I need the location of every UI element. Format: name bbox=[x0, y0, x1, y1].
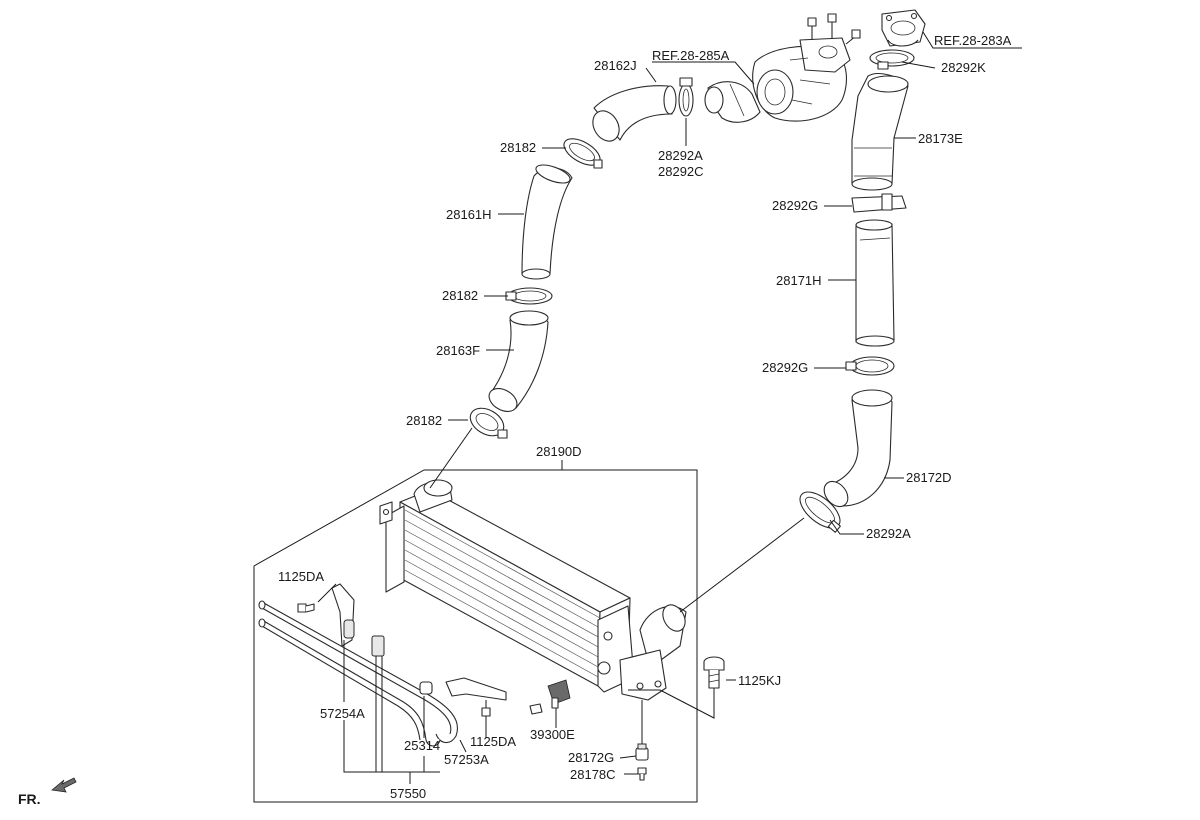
label-28161h: 28161H bbox=[446, 207, 492, 222]
label-1125da-lower: 1125DA bbox=[470, 734, 516, 749]
label-28163f: 28163F bbox=[436, 343, 480, 358]
label-28172d: 28172D bbox=[906, 470, 952, 485]
bolt-1125da-upper[interactable] bbox=[297, 603, 315, 613]
label-28172g: 28172G bbox=[568, 750, 614, 765]
cooler-lines-57550[interactable] bbox=[258, 583, 507, 747]
label-28182-lower: 28182 bbox=[406, 413, 442, 428]
front-direction-indicator: FR. bbox=[18, 777, 77, 807]
label-28292g-lower: 28292G bbox=[762, 360, 808, 375]
label-39300e: 39300E bbox=[530, 727, 575, 742]
hose-clamp-28182-middle[interactable] bbox=[505, 287, 553, 305]
hose-clamp-28182-lower[interactable] bbox=[465, 403, 508, 442]
label-1125da-upper: 1125DA bbox=[278, 569, 324, 584]
label-ref-28-283a: REF.28-283A bbox=[934, 33, 1012, 48]
intercooler-group-frame bbox=[253, 469, 698, 803]
part-labels: REF.28-285A REF.28-283A 28162J 28292K 28… bbox=[278, 33, 1012, 801]
label-28292c: 28292C bbox=[658, 164, 704, 179]
hose-28163f[interactable] bbox=[485, 310, 549, 416]
hose-28173e[interactable] bbox=[851, 73, 909, 191]
hose-clamp-28292g-upper[interactable] bbox=[851, 193, 907, 213]
turbo-outlet-flange[interactable] bbox=[881, 9, 926, 47]
label-28173e: 28173E bbox=[918, 131, 963, 146]
label-28178c: 28178C bbox=[570, 767, 616, 782]
label-57253a: 57253A bbox=[444, 752, 489, 767]
label-57254a: 57254A bbox=[320, 706, 365, 721]
label-28292k: 28292K bbox=[941, 60, 986, 75]
hose-clamp-28292k[interactable] bbox=[869, 49, 915, 70]
intercooler-fins bbox=[404, 509, 601, 679]
hose-28172d[interactable] bbox=[819, 389, 893, 511]
turbocharger-assembly[interactable] bbox=[704, 13, 861, 123]
label-28292g-upper: 28292G bbox=[772, 198, 818, 213]
label-25314: 25314 bbox=[404, 738, 440, 753]
label-28182-middle: 28182 bbox=[442, 288, 478, 303]
label-ref-28-285a: REF.28-285A bbox=[652, 48, 730, 63]
label-28190d: 28190D bbox=[536, 444, 582, 459]
label-1125kj: 1125KJ bbox=[738, 673, 781, 688]
hose-clamp-28292g-lower[interactable] bbox=[845, 356, 895, 376]
fr-label: FR. bbox=[18, 791, 41, 807]
intercooler-28190d[interactable] bbox=[379, 479, 690, 701]
label-28182-upper: 28182 bbox=[500, 140, 536, 155]
label-57550: 57550 bbox=[390, 786, 426, 801]
leader-lines bbox=[317, 31, 1022, 784]
bolt-28178c[interactable] bbox=[637, 767, 647, 781]
hose-clamp-28182-upper[interactable] bbox=[560, 133, 605, 170]
hose-28161h[interactable] bbox=[521, 161, 573, 280]
bolt-1125da-lower[interactable] bbox=[481, 700, 491, 717]
label-28171h: 28171H bbox=[776, 273, 822, 288]
sensor-39300e[interactable] bbox=[529, 679, 571, 715]
label-28292a-lower: 28292A bbox=[866, 526, 911, 541]
grommet-28172g[interactable] bbox=[635, 743, 649, 761]
pipe-28171h[interactable] bbox=[855, 219, 895, 347]
hose-clamp-28292a-28292c[interactable] bbox=[678, 77, 694, 117]
hose-28162j[interactable] bbox=[588, 85, 677, 146]
front-arrow-icon bbox=[51, 777, 77, 793]
label-28292a-upper: 28292A bbox=[658, 148, 703, 163]
bolt-1125kj[interactable] bbox=[703, 656, 725, 689]
label-28162j: 28162J bbox=[594, 58, 637, 73]
